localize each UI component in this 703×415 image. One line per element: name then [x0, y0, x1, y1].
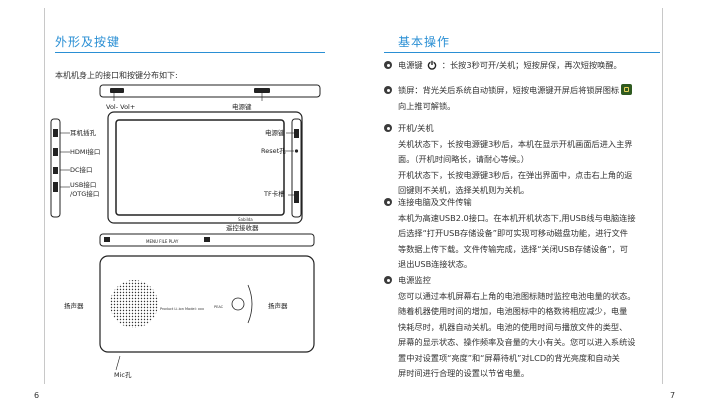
callout-usb: USB接口 /OTG接口: [70, 181, 100, 198]
callout-reset: Reset孔: [261, 147, 286, 155]
callout-dc: DC接口: [70, 166, 93, 174]
volume-buttons: [110, 88, 124, 93]
intro-text: 本机机身上的接口和按键分布如下:: [55, 71, 178, 80]
usb-heading: 连接电脑及文件传输: [398, 197, 472, 207]
bullet-icon: [384, 86, 392, 94]
battery-line: 屏时间进行合理的设置以节省电量。: [398, 368, 530, 378]
usb-line: 等数据上传下载。文件传输完成，选择“关闭USB存储设备”，可: [398, 243, 628, 254]
callout-speaker-left: 扬声器: [64, 302, 84, 310]
device-left-side: [50, 118, 70, 218]
usb-line: 后选择“打开USB存储设备”即可实现可移动磁盘功能，进行文件: [398, 228, 628, 238]
callout-hdmi: HDMI接口: [70, 148, 101, 156]
onoff-heading: 开机/关机: [398, 123, 434, 133]
callout-ir: 遥控接收器: [226, 224, 259, 232]
device-top-view: [99, 84, 321, 101]
lock-screen-icon: [621, 84, 633, 95]
battery-line: 屏幕的显示状态、操作频率及音量的大小有关。您可以进入系统设: [398, 337, 636, 347]
battery-line: 您可以通过本机屏幕右上角的电池图标随时监控电池电量的状态。: [398, 290, 636, 301]
battery-heading: 电源监控: [398, 275, 431, 285]
callout-mic: Mic孔: [114, 371, 132, 379]
onoff-line: 回键则不关机，选择关机则为关机。: [398, 185, 530, 195]
device-right-side: [284, 118, 302, 218]
device-bottom-view: MENU FILE PLAY: [99, 233, 315, 247]
right-page-edge: [662, 8, 663, 384]
usb-line: 本机为高速USB2.0接口。在本机开机状态下,用USB线与电脑连接: [398, 212, 636, 223]
speaker-grille-left: [110, 280, 158, 328]
battery-line: 置中对设置项“亮度”和“屏幕待机”对LCD的背光亮度和自动关: [398, 352, 620, 363]
onoff-line: 开机状态下，长按电源键3秒后，在弹出界面中，点击右上角的返: [398, 169, 633, 180]
section-power-on-off: 开机/关机 关机状态下，长按电源键3秒后，本机在显示开机画面后进入主界 面。（开…: [384, 121, 688, 199]
callout-earphone: 耳机插孔: [70, 129, 96, 137]
left-page-edge: [44, 8, 45, 384]
left-title-rule: [55, 52, 325, 53]
section-usb-transfer: 连接电脑及文件传输 本机为高速USB2.0接口。在本机开机状态下,用USB线与电…: [384, 195, 688, 273]
device-back-view: Product Li-ion Model: xxx PEAC: [99, 255, 315, 371]
usb-line: 退出USB连接状态。: [398, 259, 473, 269]
bullet-icon: [384, 276, 392, 284]
svg-text:MENU FILE PLAY: MENU FILE PLAY: [146, 239, 179, 244]
power-key-text: ：长按3秒可开/关机；短按屏保，再次短按唤醒。: [441, 60, 622, 70]
battery-line: 快耗尽时，机器自动关机。电池的使用时间与播放文件的类型、: [398, 321, 628, 332]
bullet-icon: [384, 198, 392, 206]
callout-power-top: 电源键: [232, 103, 252, 111]
callout-volume: Vol- Vol+: [106, 103, 136, 111]
device-front-view: Sabilda: [107, 111, 303, 224]
svg-text:Sabilda: Sabilda: [238, 217, 253, 222]
battery-line: 随着机器使用时间的增加，电池图标中的格数将相应减少，电量: [398, 306, 628, 316]
left-page-number: 6: [34, 391, 40, 400]
bullet-icon: [384, 124, 392, 132]
callout-power-side: 电源键: [265, 129, 285, 137]
section-power-key: 电源键 ：长按3秒可开/关机；短按屏保，再次短按唤醒。: [384, 58, 688, 74]
right-title-rule: [384, 52, 660, 53]
callout-speaker-right: 扬声器: [268, 302, 288, 310]
device-screen: [115, 119, 285, 216]
svg-text:Product Li-ion Model: xxx: Product Li-ion Model: xxx: [160, 307, 204, 311]
section-lock: 锁屏：背光关后系统自动锁屏，短按电源键开屏后将锁屏图标 向上推可解锁。: [384, 83, 688, 114]
left-page-title: 外形及按键: [55, 35, 121, 49]
right-page-title: 基本操作: [398, 35, 451, 49]
bullet-icon: [384, 61, 392, 69]
lock-line-1: 锁屏：背光关后系统自动锁屏，短按电源键开屏后将锁屏图标: [398, 85, 620, 95]
power-button-top: [254, 88, 270, 93]
device-diagram: Sabilda MENU FILE PLAY Product Li-ion Mo: [50, 84, 321, 371]
onoff-line: 关机状态下，长按电源键3秒后，本机在显示开机画面后进入主界: [398, 138, 633, 149]
right-page-number: 7: [670, 391, 676, 400]
section-battery: 电源监控 您可以通过本机屏幕右上角的电池图标随时监控电池电量的状态。 随着机器使…: [384, 273, 688, 382]
onoff-line: 面。（开机时间略长，请耐心等候。）: [398, 154, 529, 164]
callout-tf: TF卡槽: [264, 190, 285, 198]
lock-line-2: 向上推可解锁。: [398, 100, 456, 111]
power-icon: [427, 60, 437, 70]
svg-text:PEAC: PEAC: [214, 305, 224, 309]
power-key-label: 电源键: [398, 60, 423, 70]
